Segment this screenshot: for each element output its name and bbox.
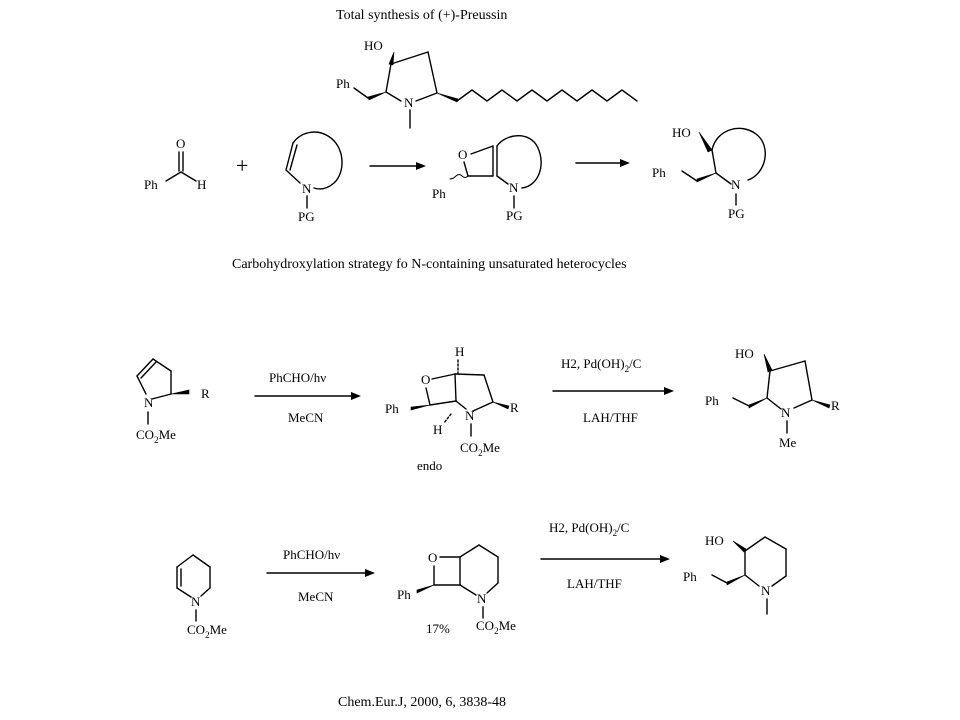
reagent-bottom: LAH/THF (583, 410, 638, 425)
tetrahydropyridine-starting-material: N CO2Me (176, 554, 227, 640)
atom-h: H (455, 344, 464, 359)
cyclic-enamine-structure: N PG (285, 131, 343, 224)
endo-oxetane-structure: H O N R Ph H CO2Me endo (385, 344, 519, 473)
atom-o: O (176, 136, 185, 151)
atom-ho: HO (705, 533, 724, 548)
reagent-top: H2, Pd(OH)2/C (549, 520, 629, 538)
co2me-group: CO2Me (460, 440, 500, 458)
atom-h: H (433, 422, 442, 437)
atom-n: N (509, 180, 519, 195)
atom-n: N (465, 408, 475, 423)
atom-r: R (510, 400, 519, 415)
atom-ph: Ph (397, 587, 411, 602)
co2me-group: CO2Me (187, 622, 227, 640)
atom-pg: PG (506, 208, 523, 223)
atom-n: N (477, 591, 487, 606)
atom-o: O (458, 147, 467, 162)
atom-n: N (144, 395, 154, 410)
benzaldehyde-structure: O Ph H (144, 136, 206, 192)
atom-pg: PG (728, 206, 745, 221)
atom-ph: Ph (144, 177, 158, 192)
preussin-structure: HO Ph N (336, 38, 638, 129)
oxetane-intermediate-structure: O N PG Ph (432, 135, 542, 223)
reaction-arrow (369, 162, 426, 170)
atom-pg: PG (298, 209, 315, 224)
atom-ph: Ph (652, 165, 666, 180)
atom-ph: Ph (705, 393, 719, 408)
atom-n: N (404, 95, 414, 110)
atom-o: O (428, 550, 437, 565)
atom-ho: HO (735, 346, 754, 361)
reagent-top: PhCHO/hν (269, 370, 326, 385)
atom-o: O (421, 372, 430, 387)
atom-h: H (197, 177, 206, 192)
reaction-arrow (575, 159, 630, 167)
reagent-top: PhCHO/hν (283, 547, 340, 562)
citation: Chem.Eur.J, 2000, 6, 3838-48 (338, 695, 506, 710)
stereo-label-endo: endo (417, 458, 442, 473)
reagent-bottom: MeCN (288, 410, 324, 425)
atom-ph: Ph (683, 569, 697, 584)
yield-label: 17% (426, 621, 450, 636)
atom-n: N (761, 583, 771, 598)
photochemical-arrow-1: PhCHO/hν MeCN (254, 370, 361, 425)
atom-n: N (191, 594, 201, 609)
plus-sign: + (236, 153, 248, 178)
amino-alcohol-product-structure: HO N PG Ph (652, 125, 766, 221)
preussin-analog-structure: HO N R Ph Me (705, 346, 840, 450)
reagent-bottom: LAH/THF (567, 576, 622, 591)
atom-ph: Ph (432, 186, 446, 201)
pyrroline-starting-material: R N CO2Me (136, 358, 210, 445)
atom-ph: Ph (336, 76, 350, 91)
scheme-title: Total synthesis of (+)-Preussin (336, 8, 507, 23)
piperidinol-product-structure: HO N Ph (683, 533, 787, 615)
reagent-top: H2, Pd(OH)2/C (561, 356, 641, 374)
atom-ho: HO (364, 38, 383, 53)
strategy-caption: Carbohydroxylation strategy fo N-contain… (232, 257, 627, 272)
atom-n: N (731, 177, 741, 192)
atom-me: Me (779, 435, 797, 450)
atom-r: R (201, 386, 210, 401)
atom-n: N (302, 181, 312, 196)
atom-r: R (831, 398, 840, 413)
atom-n: N (781, 405, 791, 420)
photochemical-arrow-2: PhCHO/hν MeCN (266, 547, 375, 604)
reduction-arrow-1: H2, Pd(OH)2/C LAH/THF (552, 356, 674, 425)
co2me-group: CO2Me (136, 427, 176, 445)
reduction-arrow-2: H2, Pd(OH)2/C LAH/THF (540, 520, 670, 591)
bicyclic-oxetane-structure: O N Ph CO2Me 17% (397, 544, 516, 636)
atom-ph: Ph (385, 401, 399, 416)
atom-ho: HO (672, 125, 691, 140)
reagent-bottom: MeCN (298, 589, 334, 604)
co2me-group: CO2Me (476, 618, 516, 636)
